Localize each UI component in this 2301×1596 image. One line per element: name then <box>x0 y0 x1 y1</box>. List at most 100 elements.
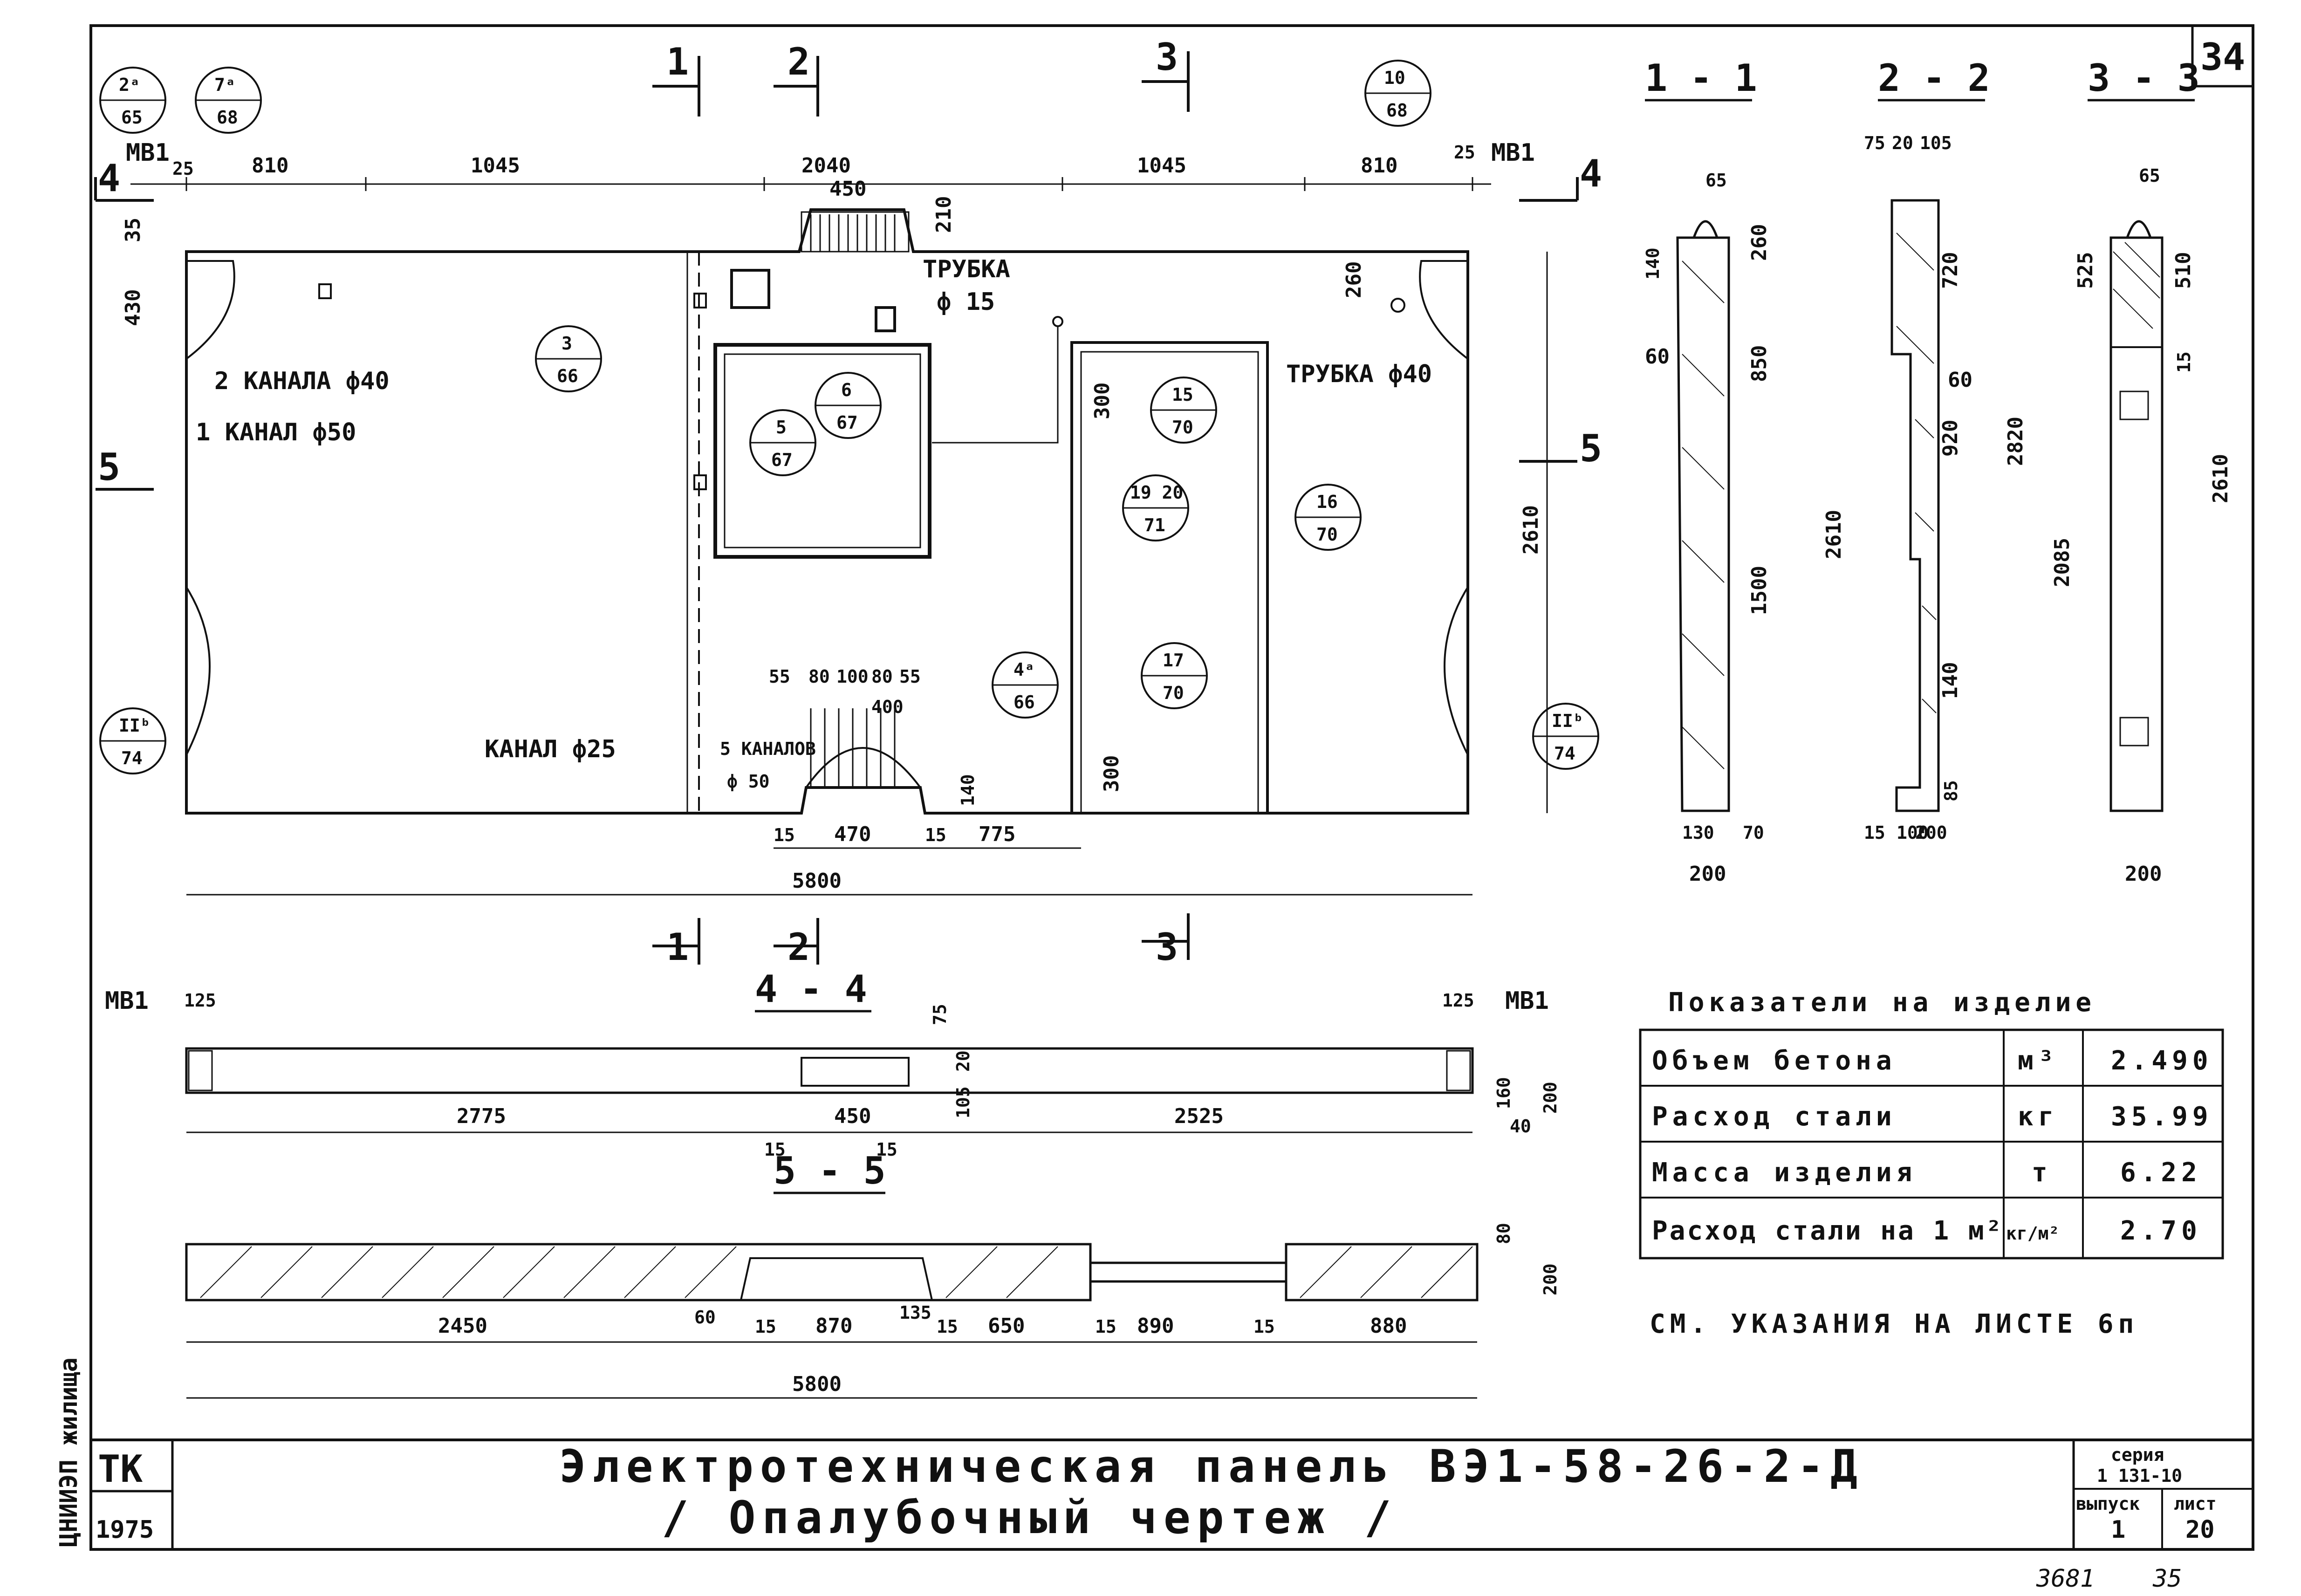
svg-text:Масса изделия: Масса изделия <box>1652 1158 1917 1188</box>
svg-text:19 20: 19 20 <box>1130 482 1183 503</box>
svg-text:4ᵃ: 4ᵃ <box>1014 659 1035 680</box>
niche-dim-400: 400 <box>871 697 904 717</box>
svg-text:200: 200 <box>1540 1263 1561 1295</box>
title-line-1: Электротехническая панель ВЭ1-58-26-2-Д <box>559 1440 1864 1493</box>
svg-text:80: 80 <box>1493 1223 1514 1244</box>
svg-text:20: 20 <box>953 1050 973 1072</box>
section-1-1: 1 - 1 65 140 60 260 850 1500 130 70 200 <box>1643 56 1771 886</box>
svg-text:65: 65 <box>2139 165 2160 186</box>
svg-text:2775: 2775 <box>457 1104 506 1128</box>
svg-text:200: 200 <box>2125 862 2162 886</box>
section-2-2-profile <box>1890 199 1940 812</box>
reference-note: СМ. УКАЗАНИЯ НА ЛИСТЕ 6п <box>1650 1309 2138 1339</box>
niche-dim-140: 140 <box>958 774 978 806</box>
inventory-stamp-2: 35 <box>2152 1565 2182 1593</box>
tube-15-line <box>932 326 1059 444</box>
svg-text:2ᵃ: 2ᵃ <box>119 75 140 95</box>
svg-text:70: 70 <box>1743 822 1764 843</box>
svg-text:85: 85 <box>1941 780 1961 801</box>
label-tube40: ТРУБКА ф40 <box>1286 360 1432 388</box>
svg-text:75: 75 <box>1864 133 1885 153</box>
svg-text:3: 3 <box>1156 35 1178 79</box>
svg-text:40: 40 <box>1510 1116 1531 1137</box>
svg-text:15: 15 <box>755 1316 776 1337</box>
svg-text:2: 2 <box>788 40 810 83</box>
section-4-4-channel-block <box>801 1057 910 1087</box>
list-value: 20 <box>2185 1516 2215 1544</box>
left-dim-430: 430 <box>121 289 145 326</box>
top-dim-2040: 2040 <box>801 154 851 178</box>
svg-text:2: 2 <box>788 925 810 969</box>
right-top-niche <box>1419 260 1469 360</box>
svg-text:2450: 2450 <box>438 1314 487 1338</box>
section-5-5-hatch <box>200 1246 1473 1298</box>
section-5-5: 5 - 5 2450 60 15 870 135 15 650 15 890 1… <box>185 1149 1561 1399</box>
series-label: серия <box>2111 1445 2164 1465</box>
svg-text:1: 1 <box>666 925 689 969</box>
svg-text:т: т <box>2032 1158 2052 1188</box>
svg-text:7ᵃ: 7ᵃ <box>214 75 236 95</box>
junction-box-right <box>875 306 896 332</box>
left-side-niche <box>185 586 211 755</box>
section-5-5-title: 5 - 5 <box>774 1149 886 1192</box>
svg-text:850: 850 <box>1747 345 1771 382</box>
callout-3-66: 3 66 <box>535 325 602 392</box>
callout-15-70: 15 70 <box>1150 377 1217 444</box>
label-1-channel: 1 КАНАЛ ф50 <box>196 418 356 446</box>
door-dim-300-top: 300 <box>1090 383 1114 419</box>
left-top-niche <box>185 260 235 360</box>
svg-text:15: 15 <box>937 1316 958 1337</box>
svg-text:15: 15 <box>1172 384 1193 405</box>
svg-text:кг: кг <box>2018 1102 2058 1132</box>
section-3-3-lifting-loop <box>2126 220 2152 238</box>
cut-marks: 1 2 3 1 2 3 4 4 5 5 <box>94 35 1602 969</box>
section-5-5-outline <box>185 1243 1479 1301</box>
svg-text:15: 15 <box>764 1139 786 1160</box>
marker-3 <box>693 474 707 490</box>
callout-IIb-74-right: IIᵇ 74 <box>1532 703 1599 770</box>
section-3-3-hatch <box>2113 242 2160 329</box>
svg-text:70: 70 <box>1172 417 1193 438</box>
svg-text:68: 68 <box>217 107 238 128</box>
section-2-2: 2 - 2 75 20 105 720 60 920 2610 2820 208… <box>1822 56 2074 843</box>
height-dim-2610: 2610 <box>1519 505 1543 555</box>
niche-dim-55-a: 55 <box>769 666 790 687</box>
label-tube15-b: ф 15 <box>937 288 995 316</box>
top-dim-450: 450 <box>829 177 866 201</box>
svg-text:70: 70 <box>1316 524 1338 545</box>
switchboard-opening-inner <box>724 353 921 548</box>
section-3-3-profile <box>2109 236 2164 812</box>
tube-marker-15 <box>1052 316 1063 327</box>
svg-text:200: 200 <box>1540 1082 1561 1114</box>
svg-text:10: 10 <box>1384 68 1405 88</box>
callout-4a-66: 4ᵃ 66 <box>992 651 1059 719</box>
tube-marker-40 <box>1390 298 1405 313</box>
svg-text:74: 74 <box>1554 743 1575 764</box>
bottom-niche <box>805 747 921 788</box>
svg-text:60: 60 <box>1645 345 1670 369</box>
svg-text:15: 15 <box>2174 351 2194 373</box>
top-dim-25-right: 25 <box>1454 142 1475 163</box>
indicators-table: Показатели на изделие Объем бетона м³ 2.… <box>1639 987 2224 1260</box>
svg-text:Расход стали: Расход стали <box>1652 1102 1897 1132</box>
niche-dim-100: 100 <box>836 666 869 687</box>
list-label: лист <box>2174 1493 2217 1514</box>
top-dim-1045-right: 1045 <box>1137 154 1186 178</box>
svg-text:65: 65 <box>1705 170 1727 191</box>
svg-text:5: 5 <box>776 417 787 438</box>
section-3-3-insert-top <box>2119 390 2149 420</box>
svg-text:525: 525 <box>2074 252 2097 289</box>
right-dim-260: 260 <box>1342 261 1366 298</box>
top-dim-1045-left: 1045 <box>471 154 520 178</box>
section-4-4-title: 4 - 4 <box>755 967 867 1011</box>
callout-19-20-71: 19 20 71 <box>1122 474 1189 541</box>
callout-5-67: 5 67 <box>749 409 816 476</box>
svg-text:67: 67 <box>836 412 858 433</box>
svg-text:6.22: 6.22 <box>2120 1158 2202 1188</box>
section-3-3-title: 3 - 3 <box>2088 56 2200 100</box>
niche-dim-80-b: 80 <box>871 666 893 687</box>
svg-text:100: 100 <box>1897 822 1929 843</box>
svg-text:IIᵇ: IIᵇ <box>1552 711 1584 731</box>
svg-text:870: 870 <box>815 1314 852 1338</box>
